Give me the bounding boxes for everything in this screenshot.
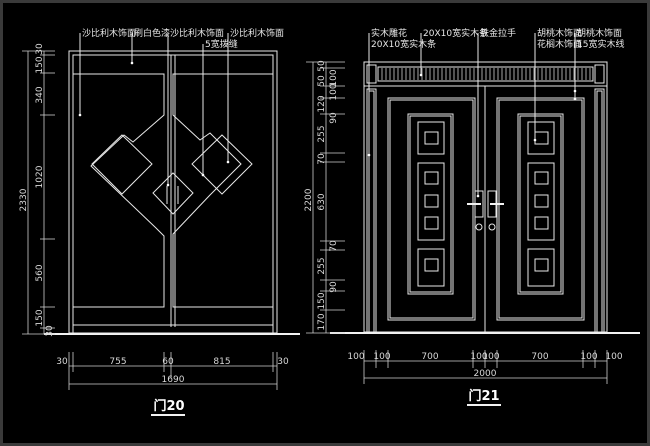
callout-sapele-veneer-1: 沙比利木饰面 [82,27,136,39]
callout-walnut-veneer-2: 胡桃木饰面 [577,27,622,39]
door20-title: 门20 [153,398,184,414]
dim-segment: 100 [373,352,390,362]
door21-callouts: 实木雕花 20X10宽实木条 20X10宽实木条 铁金拉手 胡桃木饰面 花榈木饰… [367,27,624,198]
dim-segment: 90 [329,112,339,124]
door20-elevation [44,50,300,335]
callout-sapele-veneer-3: 沙比利木饰面 [230,27,284,39]
dim-segment: 70 [317,153,327,165]
dim-segment: 255 [317,125,327,142]
dim-total-height: 2200 [304,188,314,211]
callout-rosewood-veneer: 花榈木饰面 [537,38,582,50]
door21-title: 门21 [468,388,499,404]
dim-segment: 100 [329,69,339,86]
dim-segment: 100 [470,352,487,362]
dim-segment: 1020 [35,165,45,188]
dim-segment: 100 [347,352,364,362]
door20-horizontal-dimensions: 30 755 60 815 30 1690 门20 [56,352,289,416]
door20-vertical-dimensions: 2330 30 150 340 1020 560 150 30 [19,43,55,337]
dim-segment: 630 [317,193,327,210]
dim-segment: 340 [35,86,45,103]
callout-handle: 铁金拉手 [480,27,516,39]
dim-segment: 50 [317,75,327,87]
carved-rosettes [424,131,549,272]
door20-callouts: 沙比利木饰面 刷白色漆 沙比利木饰面 5宽拨缝 沙比利木饰面 [78,27,284,187]
callout-walnut-veneer-1: 胡桃木饰面 [537,27,582,39]
cad-drawing: 沙比利木饰面 刷白色漆 沙比利木饰面 5宽拨缝 沙比利木饰面 2330 30 1… [19,27,640,416]
dim-total-width: 2000 [474,369,497,379]
callout-5mm-groove: 5宽拨缝 [205,38,238,50]
dim-segment: 90 [329,281,339,293]
dim-segment: 170 [317,313,327,330]
dim-total-width: 1690 [162,375,185,385]
dim-segment: 30 [35,43,45,55]
dim-total-height: 2330 [19,188,29,211]
callout-15mm-wood-trim: 15宽实木线 [577,38,624,50]
door21-elevation [330,61,640,334]
dim-segment: 30 [56,357,68,367]
callout-solid-wood-carving: 实木雕花 [371,27,407,39]
door21-vertical-dimensions: 2200 50 50 120 255 70 630 70 255 150 170… [304,60,345,334]
dim-segment: 100 [605,352,622,362]
dim-segment: 560 [35,264,45,281]
drawing-canvas: 沙比利木饰面 刷白色漆 沙比利木饰面 5宽拨缝 沙比利木饰面 2330 30 1… [3,3,647,443]
callout-sapele-veneer-2: 沙比利木饰面 [170,27,224,39]
dim-segment: 30 [277,357,289,367]
callout-wood-strip-1: 20X10宽实木条 [371,38,436,50]
dim-segment: 50 [317,60,327,72]
dim-segment: 100 [482,352,499,362]
callout-wood-strip-2: 20X10宽实木条 [423,27,488,39]
dim-segment: 150 [317,292,327,309]
dim-segment: 150 [35,309,45,326]
dim-segment: 700 [421,352,438,362]
dim-segment: 255 [317,257,327,274]
dim-segment: 120 [317,95,327,112]
dim-segment: 815 [213,357,230,367]
dim-segment: 30 [45,325,55,337]
dim-segment: 70 [329,240,339,252]
door21-horizontal-dimensions: 100 100 700 100 100 700 100 100 2000 门21 [347,350,623,406]
carved-frieze [377,66,594,82]
door21-handles [467,190,504,231]
callout-white-paint: 刷白色漆 [134,27,170,39]
dim-segment: 700 [531,352,548,362]
dim-segment: 100 [329,83,339,100]
dim-segment: 100 [580,352,597,362]
dim-segment: 60 [162,357,174,367]
dim-segment: 150 [35,56,45,73]
dim-segment: 755 [109,357,126,367]
